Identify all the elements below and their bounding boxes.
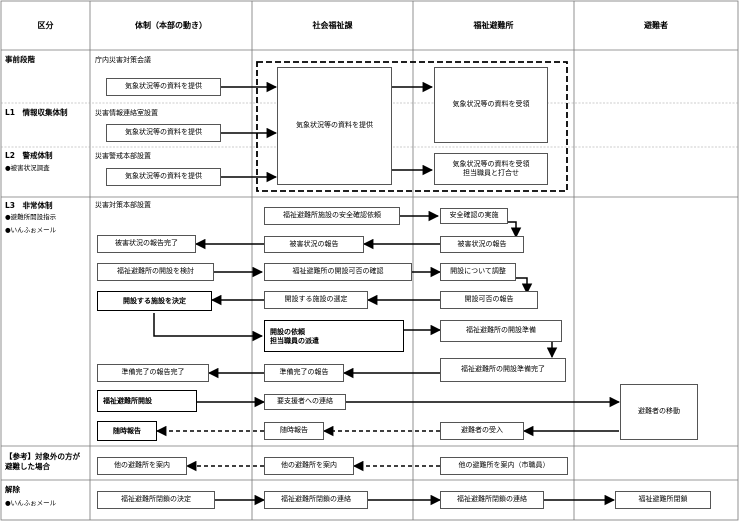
weather-provide-box-3: 気象状況等の資料を提供 — [106, 168, 221, 186]
contact-care-box: 要支援者への連絡 — [264, 394, 346, 410]
damage-report-shelter-box: 被害状況の報告 — [440, 236, 524, 253]
guide-other-shelter-box: 他の避難所を案内（市職員） — [440, 457, 568, 475]
open-shelter-box: 福祉避難所開設 — [97, 390, 197, 412]
hq-note-alert-hq: 災害警戒本部設置 — [95, 152, 151, 160]
arrow-decide-to-request — [153, 313, 264, 342]
close-done-box: 福祉避難所閉鎖 — [615, 491, 711, 509]
weather-provide-box-2: 気象状況等の資料を提供 — [106, 124, 221, 142]
accept-evacuees-box: 避難者の受入 — [440, 422, 524, 440]
move-evacuees-box: 避難者の移動 — [620, 384, 698, 440]
report-anytime-hq-box: 随時報告 — [97, 421, 157, 441]
phase-pre: 事前段階 — [5, 55, 35, 64]
weather-provide-section-box: 気象状況等の資料を提供 — [277, 67, 392, 185]
hq-note-info-room: 災害情報連絡室設置 — [95, 109, 158, 117]
weather-receive-meeting-box: 気象状況等の資料を受領 担当職員と打合せ — [434, 153, 548, 185]
hq-note-disaster-hq: 災害対策本部設置 — [95, 201, 151, 209]
hq-note-meeting: 庁内災害対策会議 — [95, 56, 151, 64]
confirm-opening-box: 福祉避難所の開設可否の確認 — [264, 263, 412, 281]
prep-complete-hq-box: 準備完了の報告完了 — [97, 364, 209, 382]
decide-close-box: 福祉避難所閉鎖の決定 — [97, 491, 215, 509]
select-facility-box: 開設する施設の選定 — [264, 291, 368, 309]
prep-complete-section-box: 準備完了の報告 — [264, 364, 344, 382]
phase-l3-item-2: ●いんふぉメール — [5, 226, 57, 234]
phase-l1: L1 情報収集体制 — [5, 108, 68, 117]
dashed-group-box — [256, 61, 568, 192]
header-hq: 体制（本部の動き） — [135, 21, 207, 30]
weather-provide-box-1: 気象状況等の資料を提供 — [106, 78, 221, 96]
phase-l3: L3 非常体制 — [5, 201, 53, 210]
consider-opening-box: 福祉避難所の開設を検討 — [97, 263, 214, 281]
damage-report-section-box: 被害状況の報告 — [264, 236, 364, 253]
adjust-opening-box: 開設について調整 — [440, 263, 516, 281]
header-welfare-section: 社会福祉課 — [312, 21, 353, 30]
prep-complete-shelter-box: 福祉避難所の開設準備完了 — [440, 358, 566, 382]
header-evacuee: 避難者 — [644, 21, 668, 30]
guide-other-hq-box: 他の避難所を案内 — [97, 457, 187, 475]
report-possible-box: 開設可否の報告 — [440, 291, 538, 309]
contact-close-section-box: 福祉避難所閉鎖の連絡 — [264, 491, 368, 509]
dashed-arrows — [155, 425, 440, 472]
report-anytime-section-box: 随時報告 — [264, 422, 324, 440]
arrow-safety-down — [508, 221, 522, 239]
contact-close-shelter-box: 福祉避難所閉鎖の連絡 — [440, 491, 544, 509]
decide-facility-box: 開設する施設を決定 — [97, 291, 212, 311]
guide-other-section-box: 他の避難所を案内 — [264, 457, 354, 475]
arrow-adjust-down — [516, 277, 533, 295]
damage-report-done-box: 被害状況の報告完了 — [97, 235, 196, 253]
prepare-opening-box: 福祉避難所の開設準備 — [440, 320, 562, 342]
phase-reference: 【参考】対象外の方が避難した場合 — [5, 452, 80, 471]
phase-release: 解除 — [5, 485, 20, 494]
phase-release-item: ●いんふぉメール — [5, 499, 57, 507]
header-shelter: 福祉避難所 — [473, 21, 514, 30]
flow-arrows — [153, 81, 621, 506]
safety-request-box: 福祉避難所施設の安全確認依頼 — [264, 207, 400, 225]
phase-l3-item-1: ●避難所開設指示 — [5, 213, 57, 221]
safety-check-box: 安全確認の実施 — [440, 208, 508, 224]
phase-l2-item: ●被害状況調査 — [5, 164, 50, 172]
phase-l2: L2 警戒体制 — [5, 151, 53, 160]
request-dispatch-box: 開設の依頼 担当職員の派遣 — [264, 320, 404, 352]
header-category: 区分 — [37, 21, 54, 30]
weather-receive-box: 気象状況等の資料を受領 — [434, 67, 548, 143]
